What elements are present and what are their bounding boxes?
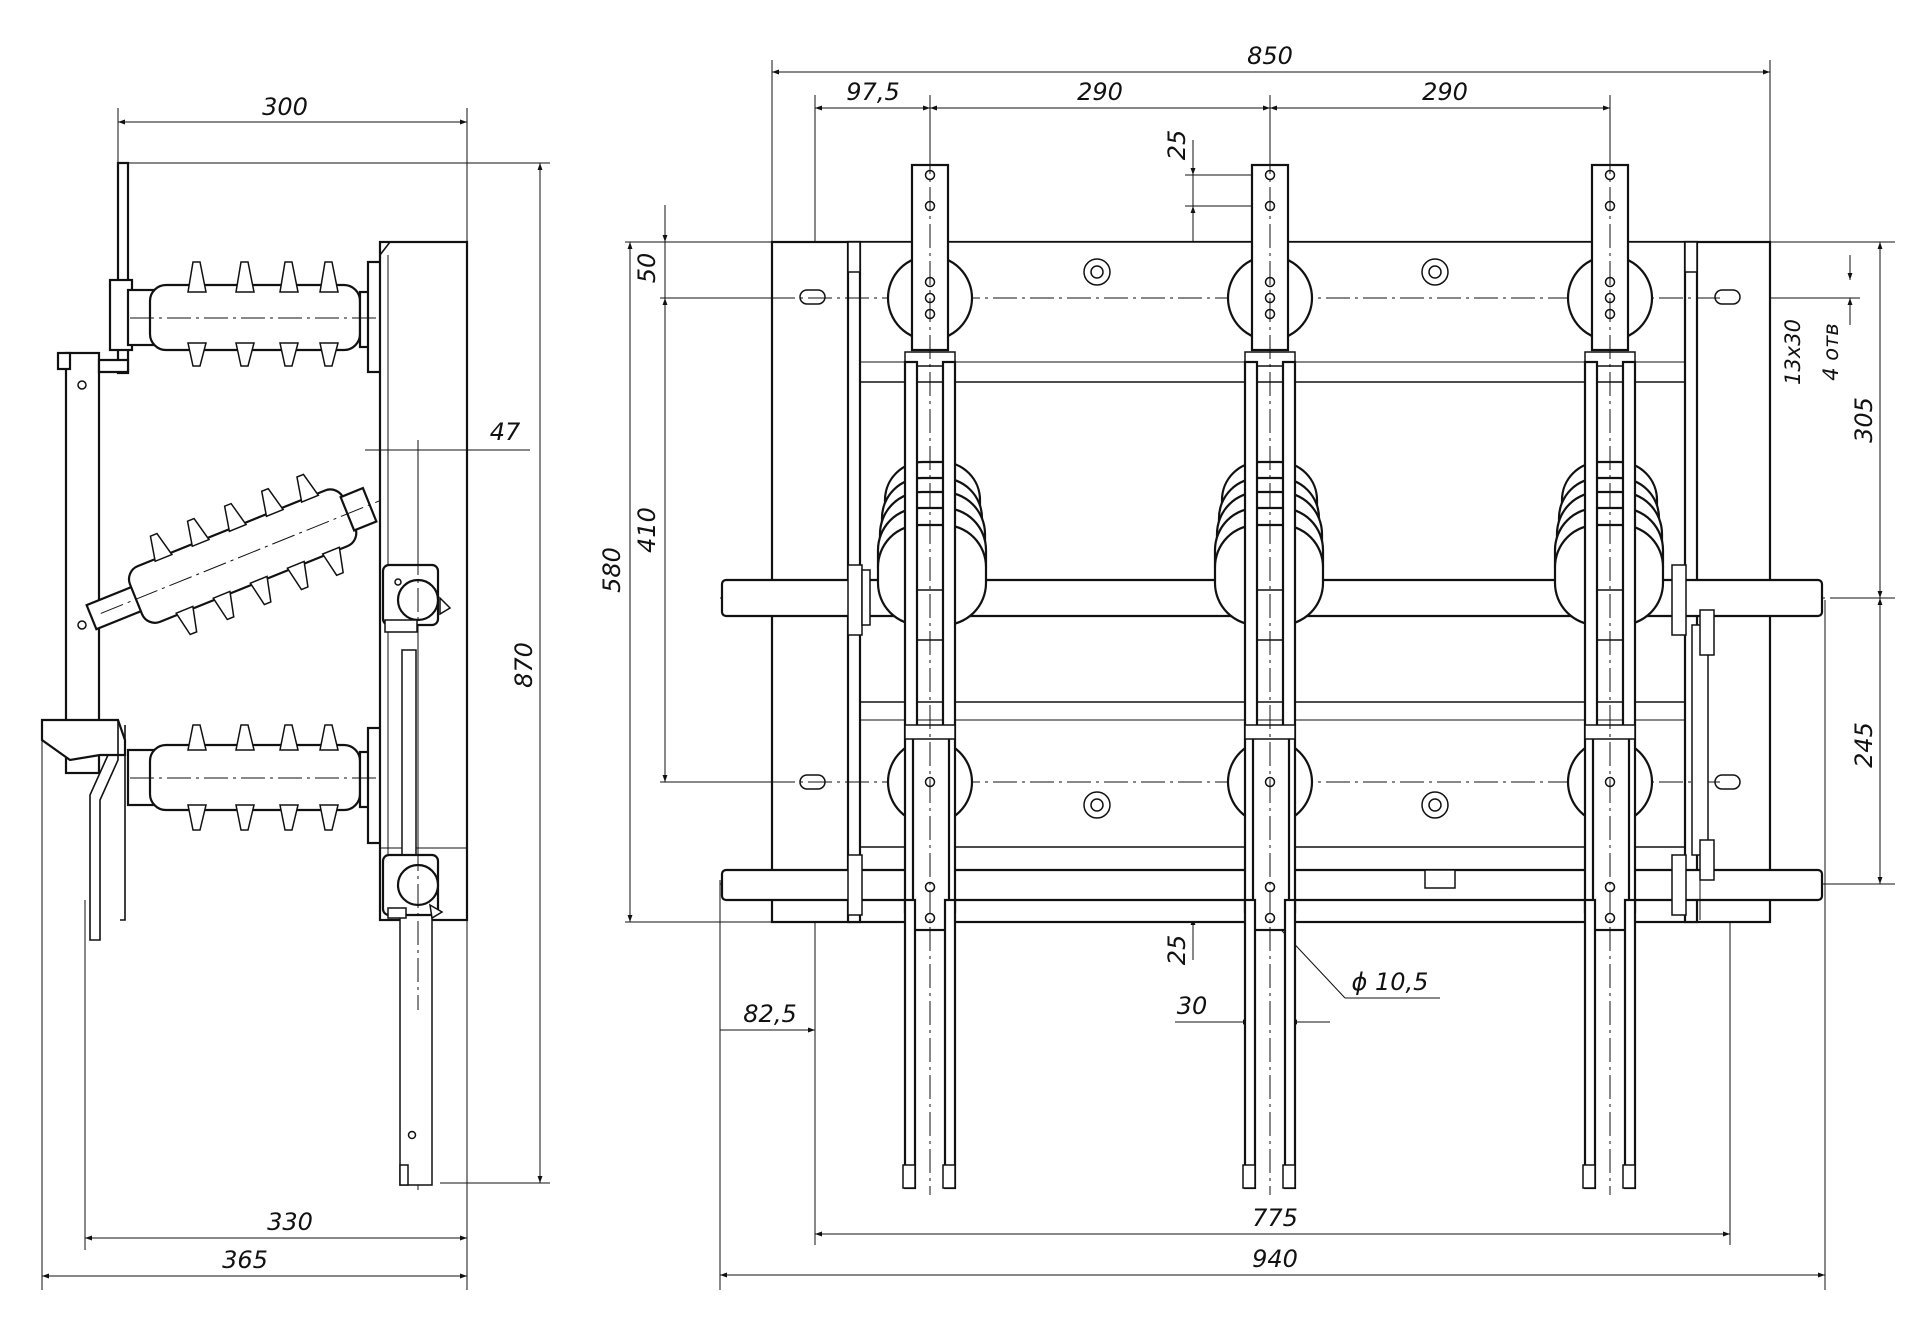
side-link <box>1691 624 1709 856</box>
upper-post-insulator <box>126 260 395 374</box>
contact-blade <box>1283 898 1297 1190</box>
dim-47: 47 <box>490 418 521 446</box>
dim-580: 580 <box>598 547 626 593</box>
left-clamp-bar <box>64 351 101 775</box>
contact-blade <box>1583 898 1597 1190</box>
dim-330: 330 <box>267 1208 313 1236</box>
bottom-lug <box>40 718 127 762</box>
dim-82-5: 82,5 <box>743 1000 796 1028</box>
front-view: 850 97,5 290 290 25 80 50 410 580 13x30 … <box>598 42 1895 1290</box>
operating-rod <box>401 649 417 861</box>
dim-410: 410 <box>633 507 661 553</box>
dim-305: 305 <box>1850 397 1878 443</box>
dim-290-left: 290 <box>1077 78 1123 106</box>
slot-count-label: 4 отв <box>1819 323 1843 381</box>
lower-terminal <box>1251 728 1291 932</box>
mount-slot <box>799 289 826 305</box>
dim-97-5: 97,5 <box>846 78 899 106</box>
dim-30: 30 <box>1177 992 1208 1020</box>
dim-775: 775 <box>1252 1204 1298 1232</box>
mount-slot <box>1714 289 1741 305</box>
rotating-insulator <box>85 473 384 636</box>
dim-870: 870 <box>510 642 538 688</box>
contact-blade <box>943 898 957 1190</box>
lower-terminal <box>911 728 951 932</box>
dim-940: 940 <box>1252 1245 1298 1273</box>
dim-25-top: 25 <box>1163 130 1191 161</box>
dim-50: 50 <box>633 253 661 284</box>
contact-blade <box>903 898 917 1190</box>
contact-blade <box>1623 898 1637 1190</box>
contact-blade <box>1243 898 1257 1190</box>
pole-2 <box>1213 163 1325 1190</box>
lower-terminal <box>1591 728 1631 932</box>
lower-post-insulator <box>126 724 395 845</box>
dim-diameter: ϕ 10,5 <box>1352 968 1429 996</box>
dim-290-right: 290 <box>1422 78 1468 106</box>
dim-245: 245 <box>1850 722 1878 768</box>
dim-850: 850 <box>1247 42 1293 70</box>
dim-365: 365 <box>222 1246 268 1274</box>
side-view: 300 870 47 330 365 <box>40 93 550 1290</box>
dim-25-bottom: 25 <box>1163 935 1191 966</box>
dim-300: 300 <box>262 93 308 121</box>
slot-size-label: 13x30 <box>1781 319 1805 385</box>
